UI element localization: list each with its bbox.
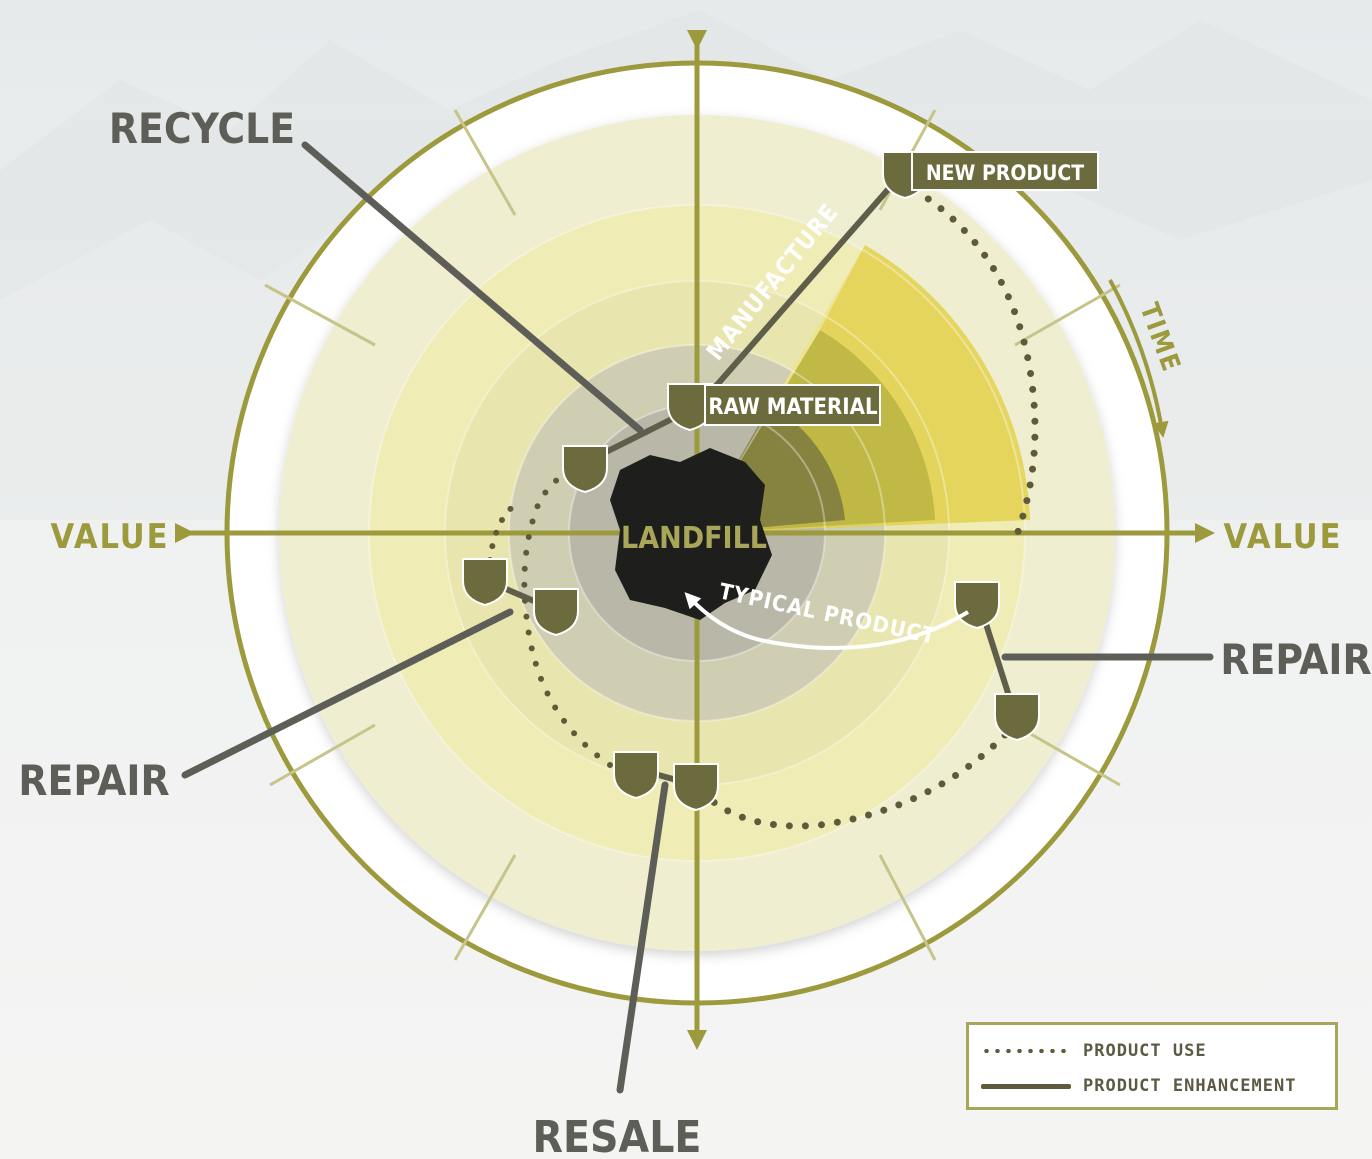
recycle-marker (562, 445, 608, 493)
resale-marker-1 (613, 751, 659, 799)
legend-product-use-label: PRODUCT USE (1083, 1041, 1207, 1061)
raw-material-label: RAW MATERIAL (708, 395, 878, 420)
value-label-right: VALUE (1223, 517, 1342, 557)
recycle-label: RECYCLE (109, 104, 295, 153)
dotted-line-swatch (981, 1049, 1071, 1053)
legend-product-enhancement-label: PRODUCT ENHANCEMENT (1083, 1076, 1297, 1096)
new-product-banner: NEW PRODUCT (911, 151, 1099, 191)
repair-right-marker-2 (994, 693, 1040, 741)
legend: PRODUCT USE PRODUCT ENHANCEMENT (966, 1022, 1338, 1110)
time-arrow (1108, 279, 1169, 438)
repair-right-marker-1 (954, 581, 1000, 629)
landfill-label: LANDFILL (621, 521, 767, 556)
landfill-shape (610, 448, 772, 620)
value-label-left: VALUE (50, 517, 169, 557)
solid-line-swatch (981, 1083, 1071, 1089)
repair-left-marker-1 (462, 558, 508, 606)
repair-left-marker-2 (533, 588, 579, 636)
product-use-path (487, 186, 1039, 830)
raw-material-banner: RAW MATERIAL (704, 384, 881, 426)
resale-label: RESALE (533, 1112, 702, 1159)
repair-right-label: REPAIR (1220, 635, 1371, 684)
legend-product-enhancement: PRODUCT ENHANCEMENT (981, 1076, 1296, 1096)
legend-product-use: PRODUCT USE (981, 1041, 1207, 1061)
new-product-label: NEW PRODUCT (926, 161, 1084, 185)
callout-lines (181, 141, 1214, 1094)
resale-marker-2 (673, 763, 719, 811)
repair-left-label: REPAIR (18, 756, 169, 805)
